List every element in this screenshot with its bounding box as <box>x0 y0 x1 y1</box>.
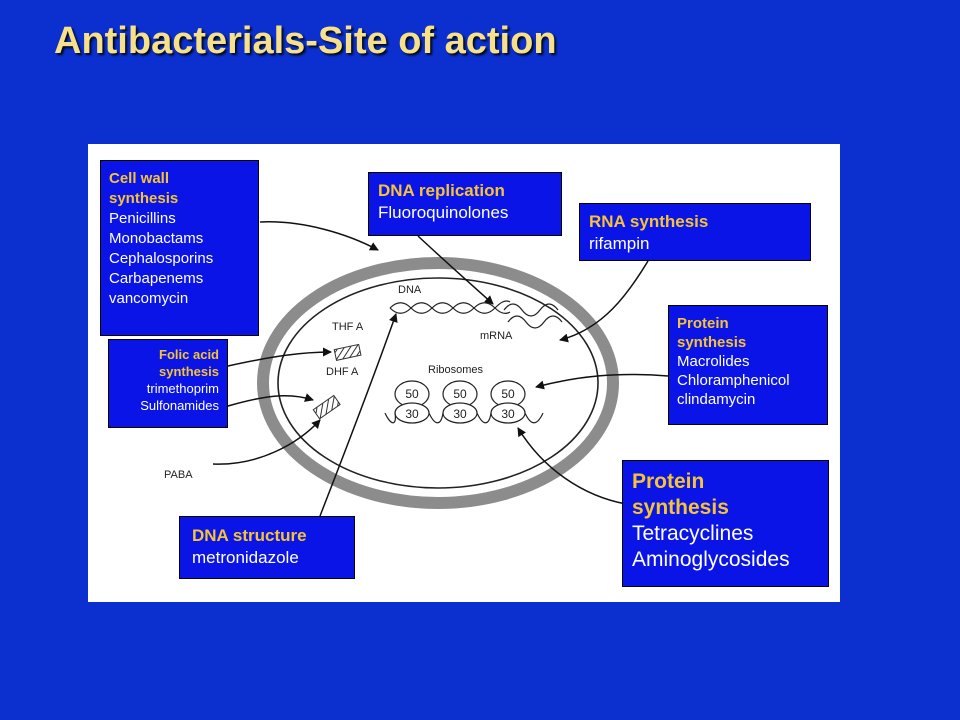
drug-item: vancomycin <box>109 290 189 307</box>
diagram-panel: DNA THF A DHF A mRNA Ribosomes PABA 50 3… <box>88 144 840 602</box>
paba-label: PABA <box>164 469 193 481</box>
ribosome-3-small-subunit: 30 <box>501 407 515 421</box>
dna-replication-box: DNA replication Fluoroquinolones <box>368 172 562 236</box>
box-heading: DNA structure <box>192 526 307 545</box>
protein-synthesis-50s-box: Protein synthesis Macrolides Chloramphen… <box>668 305 828 425</box>
drug-item: Penicillins <box>109 210 176 227</box>
ribosome-2-small-subunit: 30 <box>453 407 467 421</box>
drug-item: Cephalosporins <box>109 250 214 267</box>
drug-item: Aminoglycosides <box>632 548 790 571</box>
arrow-protein-50s <box>535 373 669 390</box>
arrow-dna-replication <box>417 235 494 305</box>
dna-helix <box>389 300 511 314</box>
box-heading: Protein synthesis <box>677 315 747 351</box>
slide-title: Antibacterials-Site of action <box>54 20 557 62</box>
drug-item: clindamycin <box>677 391 756 408</box>
box-heading: RNA synthesis <box>589 212 709 231</box>
arrow-folic-thf <box>227 347 332 367</box>
drug-item: Sulfonamides <box>140 398 219 413</box>
dhf-label: DHF A <box>326 366 359 378</box>
box-heading: Cell wall synthesis <box>109 170 179 207</box>
arrow-cell-wall <box>259 221 379 251</box>
ribosomes <box>394 380 526 424</box>
cell-membrane <box>277 277 599 489</box>
arrow-paba <box>212 419 321 465</box>
rna-synthesis-box: RNA synthesis rifampin <box>579 203 811 261</box>
action-arrows <box>212 221 669 517</box>
arrow-rna-synthesis <box>559 260 649 343</box>
ribosome-mrna <box>384 412 544 424</box>
mrna-label: mRNA <box>480 330 513 342</box>
ribosome-3-large-subunit: 50 <box>501 387 515 401</box>
drug-item: metronidazole <box>192 548 299 567</box>
drug-item: Carbapenems <box>109 270 204 287</box>
folic-acid-synthesis-box: Folic acid synthesis trimethoprim Sulfon… <box>108 339 228 428</box>
drug-item: Fluoroquinolones <box>378 203 509 222</box>
box-heading: DNA replication <box>378 181 505 200</box>
drug-item: Chloramphenicol <box>677 372 790 389</box>
drug-item: Tetracyclines <box>632 522 754 545</box>
arrow-folic-dhf <box>227 393 314 407</box>
box-heading: Protein synthesis <box>632 470 729 519</box>
dna-label: DNA <box>398 284 422 296</box>
ribosomes-label: Ribosomes <box>428 364 484 376</box>
ribosome-2-large-subunit: 50 <box>453 387 467 401</box>
drug-item: Monobactams <box>109 230 204 247</box>
ribosome-1-small-subunit: 30 <box>405 407 419 421</box>
box-heading: Folic acid synthesis <box>159 347 219 379</box>
drug-item: Macrolides <box>677 353 750 370</box>
thf-enzyme-block <box>333 343 362 361</box>
mrna-strands <box>503 303 563 329</box>
protein-synthesis-30s-box: Protein synthesis Tetracyclines Aminogly… <box>622 460 829 587</box>
cell-wall <box>257 257 619 509</box>
dna-structure-box: DNA structure metronidazole <box>179 516 355 579</box>
dhf-enzyme-block <box>312 394 341 420</box>
arrow-protein-30s <box>517 427 627 505</box>
drug-item: rifampin <box>589 234 650 253</box>
drug-item: trimethoprim <box>146 381 219 396</box>
ribosome-1-large-subunit: 50 <box>405 387 419 401</box>
bacterial-cell-diagram <box>212 221 669 517</box>
arrow-dna-structure <box>319 313 398 517</box>
cell-wall-synthesis-box: Cell wall synthesis Penicillins Monobact… <box>100 160 259 336</box>
thf-label: THF A <box>332 321 364 333</box>
